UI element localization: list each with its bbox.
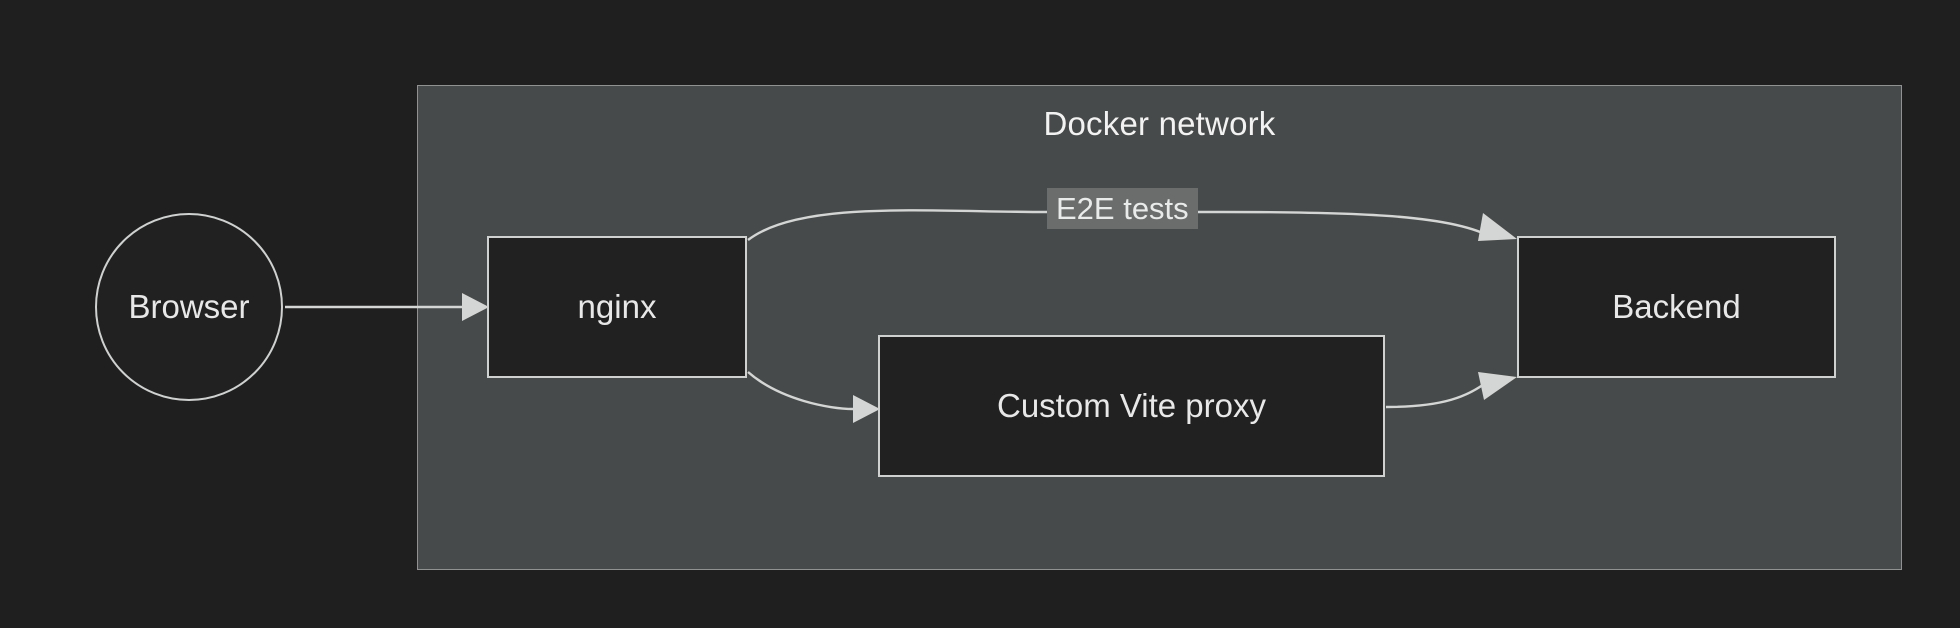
node-browser[interactable]: Browser <box>95 213 283 401</box>
node-nginx[interactable]: nginx <box>487 236 747 378</box>
docker-network-title: Docker network <box>1043 105 1276 142</box>
node-nginx-label: nginx <box>577 288 657 325</box>
edge-label-e2e-tests: E2E tests <box>1047 188 1198 229</box>
node-custom-vite-proxy[interactable]: Custom Vite proxy <box>878 335 1385 477</box>
node-custom-vite-proxy-label: Custom Vite proxy <box>997 387 1266 424</box>
node-backend-label: Backend <box>1612 288 1741 325</box>
node-backend[interactable]: Backend <box>1517 236 1836 378</box>
node-browser-label: Browser <box>128 288 250 325</box>
